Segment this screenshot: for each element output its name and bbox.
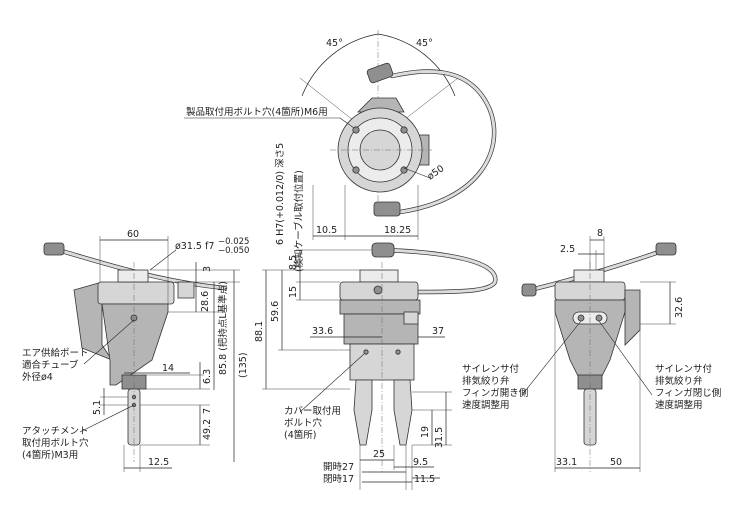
dim-11-5: 11.5 (414, 474, 435, 485)
mount-hole-icon (400, 126, 408, 134)
dim-8-5: 8.5 (288, 255, 299, 270)
diameter-label: ø50 (425, 163, 446, 182)
side-finger-right (393, 379, 413, 446)
front-body-top-flange (97, 281, 175, 305)
side-shaft (359, 269, 399, 283)
dim-88-1: 88.1 (254, 321, 265, 342)
dim-32-6: 32.6 (674, 297, 685, 318)
front-cable-fitting (177, 281, 195, 299)
front-body-shaft (117, 269, 149, 283)
angle-arc-right (377, 33, 456, 97)
dim-9-5: 9.5 (413, 457, 428, 468)
dim-19: 19 (420, 426, 431, 438)
dim-5-1: 5.1 (92, 400, 103, 415)
close-label: 閉時17 (323, 474, 354, 485)
cover-hole-icon (363, 349, 369, 355)
dim-18-25: 18.25 (384, 225, 411, 236)
silencer-close-label-3: フィンガ閉じ側 (655, 387, 721, 399)
dim-59-6: 59.6 (270, 301, 281, 322)
silencer-open-label-1: サイレンサ付 (462, 364, 520, 375)
dim-135: (135) (238, 352, 249, 378)
cable-pos-label: (検知ケーブル取付位置) (293, 170, 305, 272)
right-shaft (573, 269, 605, 283)
dim-28-6: 28.6 (200, 291, 211, 312)
dim-10-5: 10.5 (316, 225, 337, 236)
silencer-open-label-3: フィンガ開き側 (462, 387, 528, 399)
silencer-open-icon (577, 314, 585, 322)
top-connector-lower (373, 201, 401, 217)
dim-8: 8 (597, 228, 603, 239)
dim-33-1: 33.1 (556, 457, 577, 468)
attach-label-1: アタッチメント (22, 426, 89, 437)
open-label: 開時27 (323, 462, 354, 473)
angle-right-label: 45° (416, 38, 433, 49)
side-finger-left (353, 379, 373, 446)
mount-hole-icon (400, 166, 408, 174)
air-port-label-1: エア供給ポート (22, 347, 89, 359)
silencer-close-label-4: 速度調整用 (655, 399, 703, 411)
top-connector-upper (366, 62, 394, 84)
air-port-label-3: 外径ø4 (22, 371, 53, 383)
dim-85-8: 85.8 (把持点L基準点) (217, 281, 229, 375)
shaft-tol-lower: −0.050 (218, 246, 249, 256)
cover-hole-icon (395, 349, 401, 355)
dim-33-6: 33.6 (312, 326, 333, 337)
side-view: 6 H7(+0.012/0) 深さ5 (検知ケーブル取付位置) 8.5 15 5… (254, 143, 498, 490)
top-view: 45° 45° 製品取付用ボルト穴(4箇所)M6用 ø50 10.5 18.25 (184, 30, 497, 240)
shaft-dia-label: ø31.5 f7 (175, 241, 214, 252)
dim-7: 7 (202, 408, 213, 414)
right-wing (624, 289, 641, 346)
cover-label-2: ボルト穴 (284, 417, 323, 429)
angle-left-label: 45° (326, 38, 343, 49)
silencer-open-label-4: 速度調整用 (462, 399, 510, 411)
side-port (403, 311, 419, 325)
side-cable-connector (371, 242, 395, 258)
silencer-close-label-2: 排気絞り弁 (655, 375, 703, 387)
mount-hole-label: 製品取付用ボルト穴(4箇所)M6用 (186, 106, 328, 118)
dim-37: 37 (432, 326, 444, 337)
attach-label-3: (4箇所)M3用 (22, 449, 78, 461)
front-view: 60 ø31.5 f7 −0.025 −0.050 3 28.6 85.8 (把… (22, 229, 249, 472)
hole-depth-label: 6 H7(+0.012/0) 深さ5 (275, 143, 286, 245)
dim-25: 25 (373, 449, 385, 460)
dim-31-5: 31.5 (434, 427, 445, 448)
dim-49-2: 49.2 (202, 419, 213, 440)
silencer-close-label-1: サイレンサ付 (655, 364, 713, 375)
shaft-tol-upper: −0.025 (218, 237, 249, 247)
dim-15: 15 (288, 286, 299, 298)
attach-label-2: 取付用ボルト穴 (22, 437, 89, 449)
dim-2-5: 2.5 (560, 244, 575, 255)
cable-port-icon (373, 285, 383, 295)
front-cable-connector (43, 242, 65, 256)
dim-12-5: 12.5 (148, 457, 169, 468)
mount-hole-icon (352, 166, 360, 174)
front-body-left-wing (73, 281, 114, 361)
air-port-label-2: 適合チューブ (22, 359, 79, 371)
dim-14: 14 (162, 363, 174, 374)
dim-3: 3 (202, 266, 213, 272)
silencer-close-icon (595, 314, 603, 322)
mount-hole-icon (352, 126, 360, 134)
right-view: 8 2.5 32.6 33.1 50 サイレンサ付 排気絞り弁 フィンガ開き側 … (462, 228, 721, 472)
dim-60: 60 (127, 229, 139, 240)
angle-arc-left (301, 33, 379, 97)
silencer-open-label-2: 排気絞り弁 (462, 375, 510, 387)
right-cable-connector (655, 242, 677, 256)
cover-label-1: カバー取付用 (284, 406, 341, 417)
dim-50: 50 (610, 457, 622, 468)
dim-6-3: 6.3 (202, 369, 213, 384)
cover-label-3: (4箇所) (284, 429, 316, 441)
